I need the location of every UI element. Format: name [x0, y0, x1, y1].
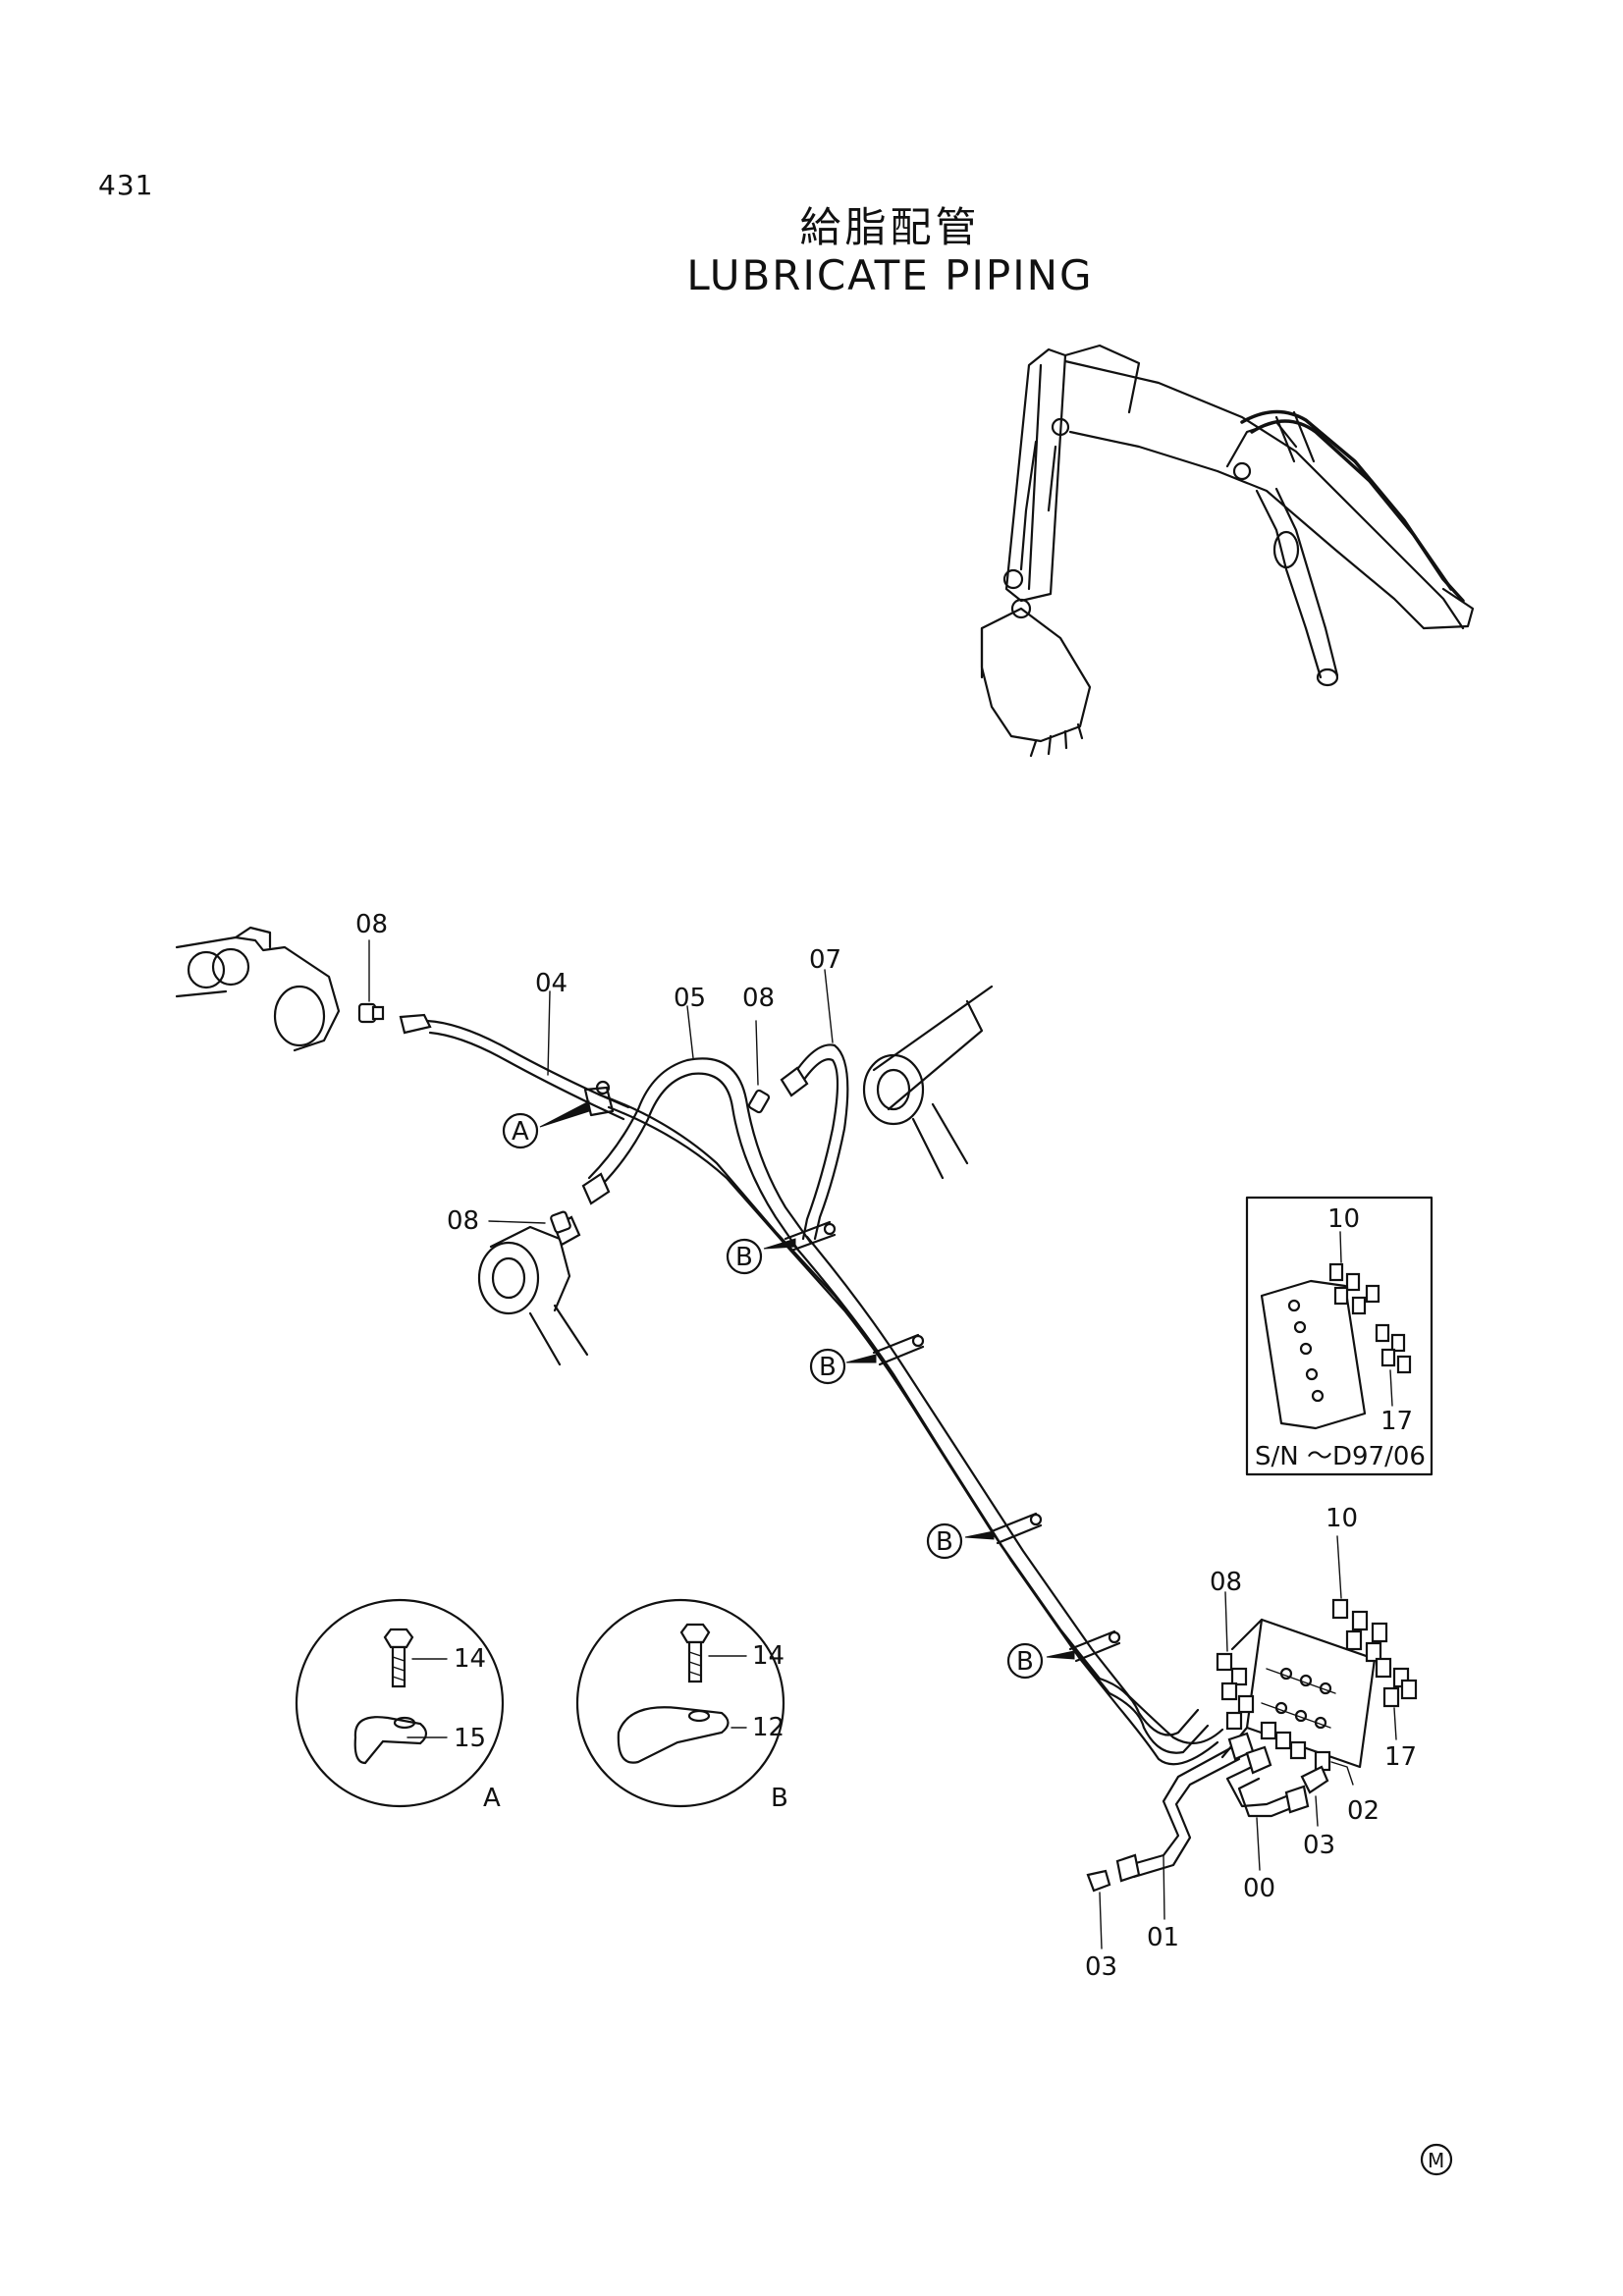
hose-07 — [780, 969, 849, 1241]
marker-b-3: B — [936, 1527, 953, 1557]
main-piping-assembly — [175, 926, 1418, 1949]
fitting-cluster-08-right — [1216, 1591, 1255, 1731]
page-number: 431 — [98, 169, 154, 201]
detail-label-a: A — [483, 1784, 501, 1813]
callout-03-left: 03 — [1085, 1952, 1117, 1982]
arm-cylinder-boss — [862, 985, 994, 1180]
callout-08-top: 08 — [355, 910, 388, 939]
grease-nipple-03-right — [1300, 1765, 1329, 1827]
section-markers: A B B B B — [502, 1112, 1044, 1680]
marker-b-2: B — [819, 1353, 837, 1382]
clamps-b — [763, 1220, 1121, 1663]
callout-12-b: 12 — [752, 1713, 784, 1742]
callout-00: 00 — [1243, 1874, 1275, 1903]
fitting-cluster-10-main — [1331, 1535, 1388, 1663]
detail-label-b: B — [771, 1784, 788, 1813]
marker-b-4: B — [1016, 1647, 1034, 1677]
fitting-cluster-bottom — [1260, 1721, 1354, 1786]
marker-b-1: B — [735, 1243, 753, 1272]
page-title-japanese: 給脂配管 — [799, 203, 981, 251]
boom-cylinder-boss — [477, 1225, 589, 1366]
callout-17-main: 17 — [1384, 1742, 1417, 1772]
callout-07: 07 — [809, 945, 841, 975]
boom-foot-part — [175, 926, 341, 1052]
marker-a: A — [512, 1117, 529, 1147]
inset-detail-serial — [1245, 1196, 1434, 1476]
callout-14-a: 14 — [454, 1644, 486, 1674]
fitting-cluster-17-main — [1375, 1657, 1418, 1740]
callout-10-main: 10 — [1325, 1504, 1358, 1533]
callout-03-right: 03 — [1303, 1831, 1335, 1860]
page-title-english: LUBRICATE PIPING — [686, 251, 1094, 299]
callout-17-inset: 17 — [1380, 1407, 1413, 1436]
callout-08-mid: 08 — [742, 984, 775, 1013]
grease-nipple-08-top — [357, 939, 385, 1024]
callout-14-b: 14 — [752, 1641, 784, 1671]
excavator-overview-illustration — [980, 344, 1475, 758]
callout-08-right: 08 — [1210, 1568, 1242, 1597]
callout-05: 05 — [674, 984, 706, 1013]
pipe-bundle — [597, 1093, 1224, 1766]
inset-serial-label: S/N ～D97/06 — [1255, 1442, 1426, 1471]
pipe-00 — [1225, 1745, 1310, 1871]
hose-04 — [399, 990, 630, 1121]
clamp-a — [539, 1080, 615, 1128]
callout-labels: 08 04 05 08 07 08 08 10 17 10 17 02 03 0… — [355, 910, 1426, 1982]
callout-15-a: 15 — [454, 1724, 486, 1753]
callout-08-left: 08 — [447, 1206, 479, 1236]
corner-mark: M — [1420, 2143, 1453, 2176]
hose-05 — [581, 1005, 812, 1251]
grease-nipple-08-mid — [747, 1020, 771, 1114]
corner-mark-letter: M — [1428, 2149, 1444, 2172]
callout-04: 04 — [535, 969, 568, 998]
detail-circle-a — [295, 1598, 505, 1808]
callout-10-inset: 10 — [1327, 1204, 1360, 1234]
callout-02: 02 — [1347, 1796, 1380, 1826]
grease-nipple-03-left — [1086, 1869, 1111, 1949]
grease-nipple-08-left — [550, 1210, 571, 1234]
detail-circle-b — [575, 1598, 785, 1808]
callout-01: 01 — [1147, 1923, 1179, 1952]
